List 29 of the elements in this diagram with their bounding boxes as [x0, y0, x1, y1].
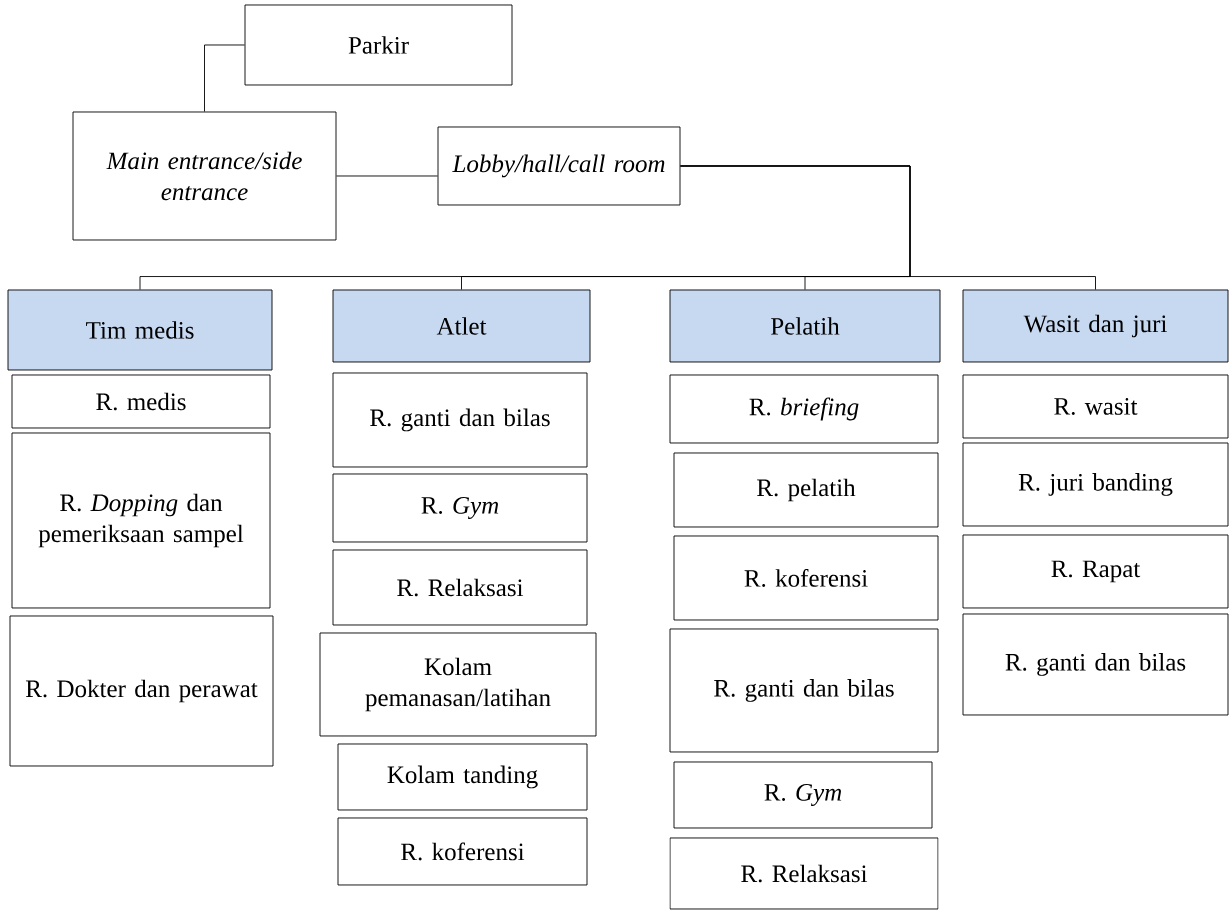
connector-line: [336, 175, 438, 177]
room-box: R. ganti dan bilas: [669, 628, 939, 753]
room-box: R. koferensi: [337, 817, 588, 886]
category-box: Atlet: [332, 289, 591, 363]
room-box: R. Gym: [673, 761, 933, 829]
room-box: R. Dopping dan pemeriksaan sampel: [11, 432, 271, 609]
room-box: R. Gym: [332, 473, 588, 543]
room-box: Kolam tanding: [337, 743, 588, 811]
room-box: R. medis: [11, 374, 271, 429]
category-box: Wasit dan juri: [962, 289, 1229, 363]
room-box: R. ganti dan bilas: [962, 613, 1229, 716]
room-box: R. Relaksasi: [669, 837, 939, 910]
room-box: R. Dokter dan perawat: [9, 615, 274, 767]
category-box: Pelatih: [669, 289, 941, 363]
category-box: Tim medis: [7, 289, 273, 371]
room-box: R. pelatih: [673, 452, 939, 528]
area-box: Main entrance/side entrance: [72, 111, 337, 241]
room-box: Parkir: [244, 4, 513, 86]
connector-line: [204, 44, 245, 112]
room-box: R. briefing: [669, 374, 939, 444]
room-box: R. wasit: [962, 374, 1229, 439]
room-box: Kolam pemanasan/latihan: [319, 632, 597, 737]
room-box: R. Rapat: [962, 534, 1229, 609]
room-box: R. juri banding: [962, 442, 1229, 527]
connector-line: [680, 165, 1096, 290]
room-box: R. Relaksasi: [332, 549, 588, 626]
area-box: Lobby/hall/call room: [437, 126, 681, 206]
room-box: R. ganti dan bilas: [332, 372, 588, 468]
room-box: R. koferensi: [673, 535, 939, 621]
